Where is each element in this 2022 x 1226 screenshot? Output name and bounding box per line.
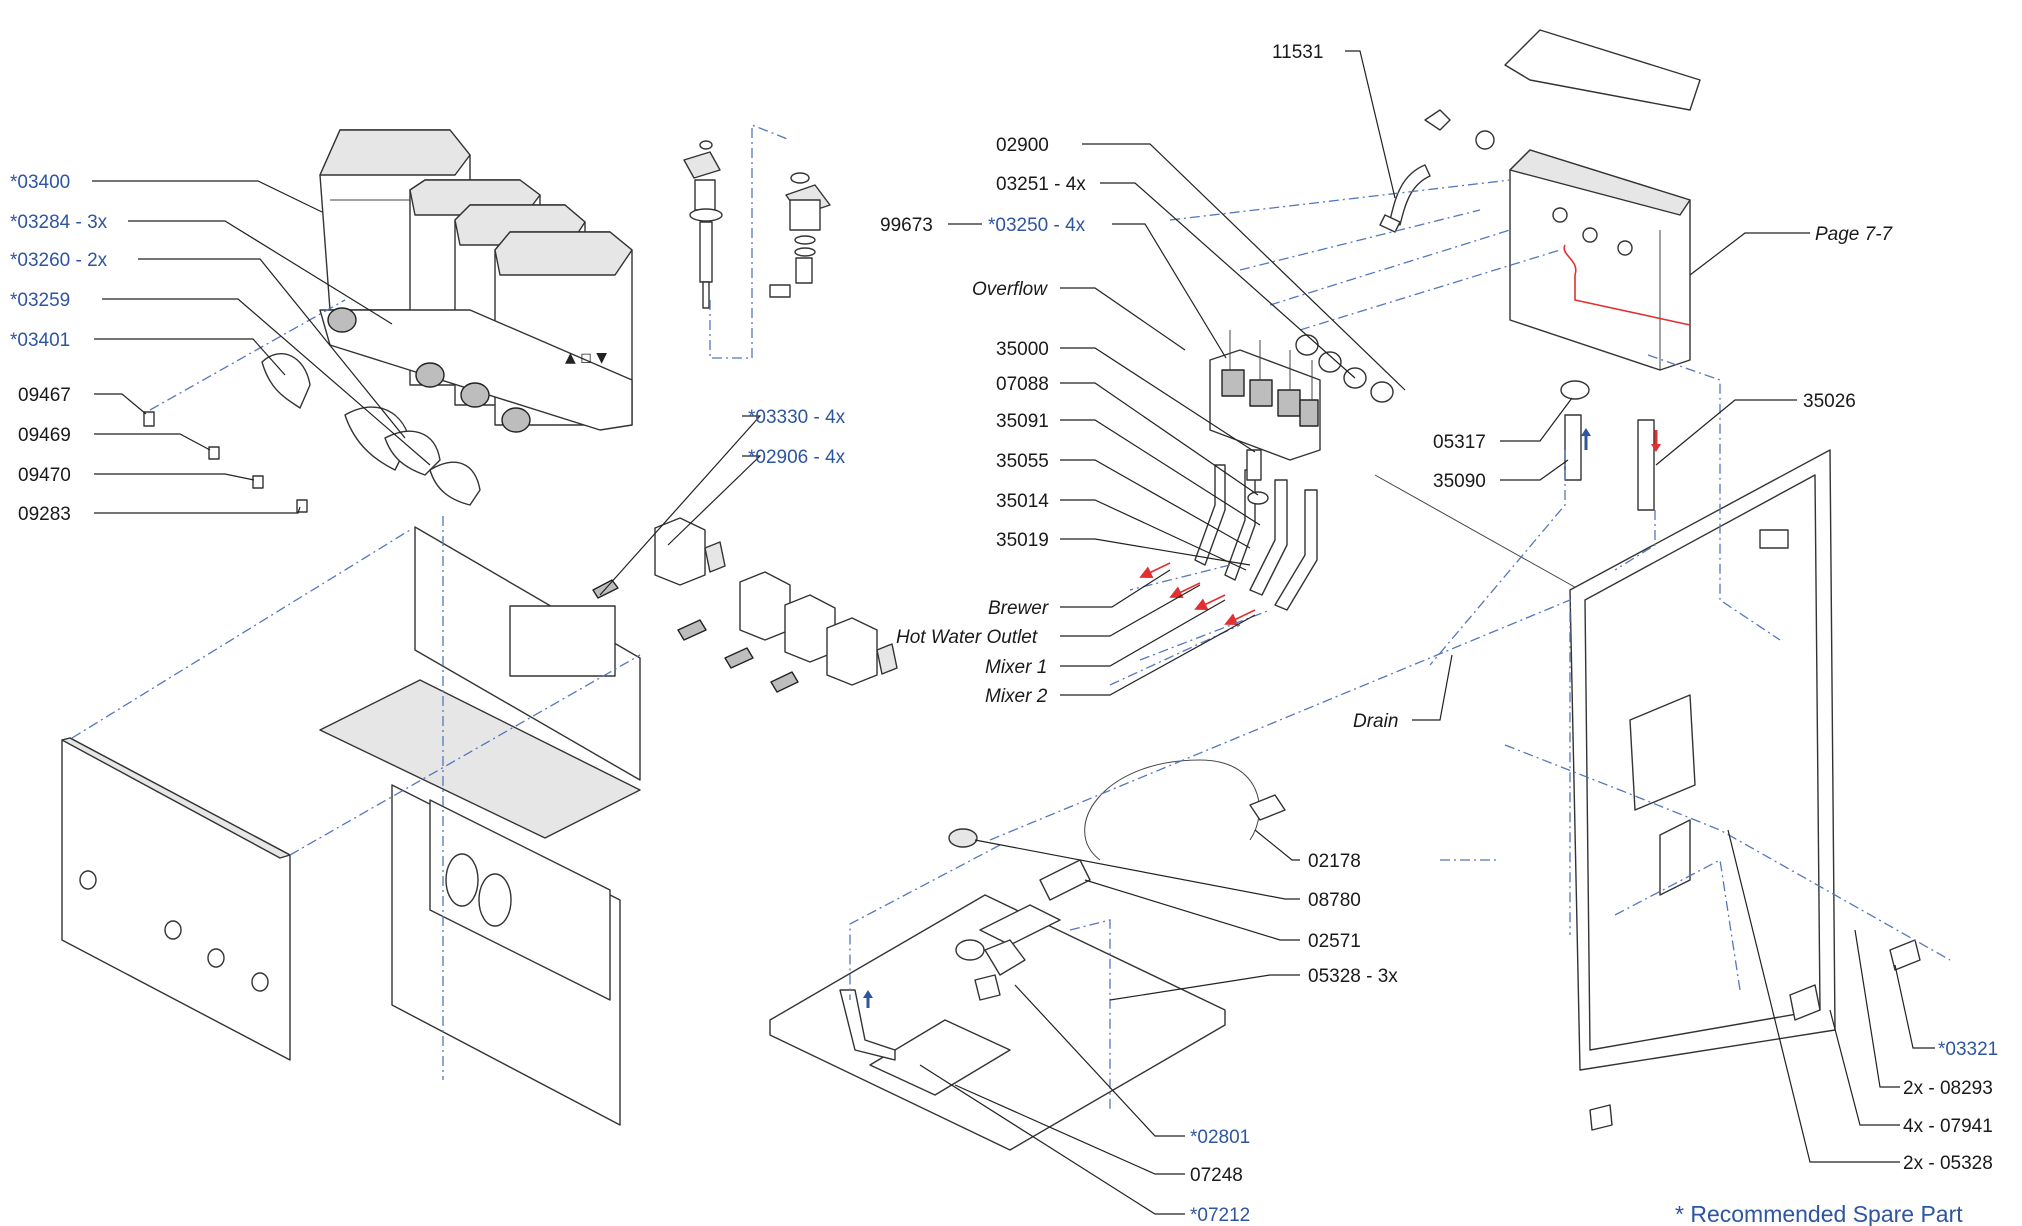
- label-35026: 35026: [1803, 391, 1856, 412]
- small-gaskets: [143, 411, 308, 513]
- flow-arrows-outlets: [1139, 562, 1256, 626]
- label-02900: 02900: [996, 135, 1049, 156]
- label-35091: 35091: [996, 411, 1049, 432]
- label-35019: 35019: [996, 530, 1049, 551]
- inlet-valve-manifold: [1194, 330, 1394, 611]
- label-03259: *03259: [10, 290, 70, 311]
- label-35090: 35090: [1433, 471, 1486, 492]
- label-09467: 09467: [18, 385, 71, 406]
- label-03260: *03260 - 2x: [10, 250, 108, 271]
- label-35000: 35000: [996, 339, 1049, 360]
- label-03321: *03321: [1938, 1039, 1998, 1060]
- canister-assembly: ▲ ◻ ▼: [319, 129, 633, 433]
- label-07088: 07088: [996, 374, 1049, 395]
- label-02571: 02571: [1308, 931, 1361, 952]
- front-panel-and-frame: [61, 526, 641, 1126]
- label-03251: 03251 - 4x: [996, 174, 1086, 195]
- part-labels: *03400 *03284 - 3x *03260 - 2x *03259 *0…: [10, 42, 1998, 1226]
- label-07941: 4x - 07941: [1903, 1116, 1993, 1137]
- svg-text:▲ ◻ ▼: ▲ ◻ ▼: [565, 350, 607, 366]
- label-02801: *02801: [1190, 1127, 1250, 1148]
- label-page-7-7: Page 7-7: [1815, 224, 1894, 245]
- label-07248: 07248: [1190, 1165, 1243, 1186]
- whipper-chutes: [261, 353, 481, 506]
- hot-water-tank: [1504, 29, 1701, 371]
- label-03401: *03401: [10, 330, 70, 351]
- label-35055: 35055: [996, 451, 1049, 472]
- label-03400: *03400: [10, 172, 70, 193]
- label-05317: 05317: [1433, 432, 1486, 453]
- label-03330: *03330 - 4x: [748, 407, 846, 428]
- solenoid-valve-99673: [683, 140, 831, 309]
- label-overflow: Overflow: [972, 279, 1048, 300]
- base-pan: [769, 759, 1286, 1151]
- door-assembly: [1569, 449, 1921, 1131]
- drain-tubes: [1374, 380, 1661, 591]
- label-mixer-1: Mixer 1: [985, 657, 1047, 678]
- label-03250: *03250 - 4x: [988, 215, 1086, 236]
- label-11531: 11531: [1272, 42, 1323, 63]
- label-08780: 08780: [1308, 890, 1361, 911]
- mixer-motors: [592, 517, 898, 693]
- label-brewer: Brewer: [988, 598, 1049, 619]
- leader-lines: [92, 50, 1935, 1215]
- label-09469: 09469: [18, 425, 71, 446]
- tube-11531: [1379, 109, 1495, 233]
- label-05328-2x: 2x - 05328: [1903, 1153, 1993, 1174]
- label-35014: 35014: [996, 491, 1049, 512]
- label-09283: 09283: [18, 504, 71, 525]
- label-99673: 99673: [880, 215, 933, 236]
- assembly-centerlines: [71, 124, 1951, 1110]
- label-05328-3x: 05328 - 3x: [1308, 966, 1398, 987]
- label-02178: 02178: [1308, 851, 1361, 872]
- label-hot-water-outlet: Hot Water Outlet: [896, 627, 1038, 648]
- label-08293: 2x - 08293: [1903, 1078, 1993, 1099]
- label-07212: *07212: [1190, 1205, 1250, 1226]
- label-02906: *02906 - 4x: [748, 447, 846, 468]
- legend-recommended-spare-part: * Recommended Spare Part: [1675, 1201, 1963, 1226]
- label-09470: 09470: [18, 465, 71, 486]
- label-drain: Drain: [1353, 711, 1398, 732]
- label-03284: *03284 - 3x: [10, 212, 108, 233]
- label-mixer-2: Mixer 2: [985, 686, 1048, 707]
